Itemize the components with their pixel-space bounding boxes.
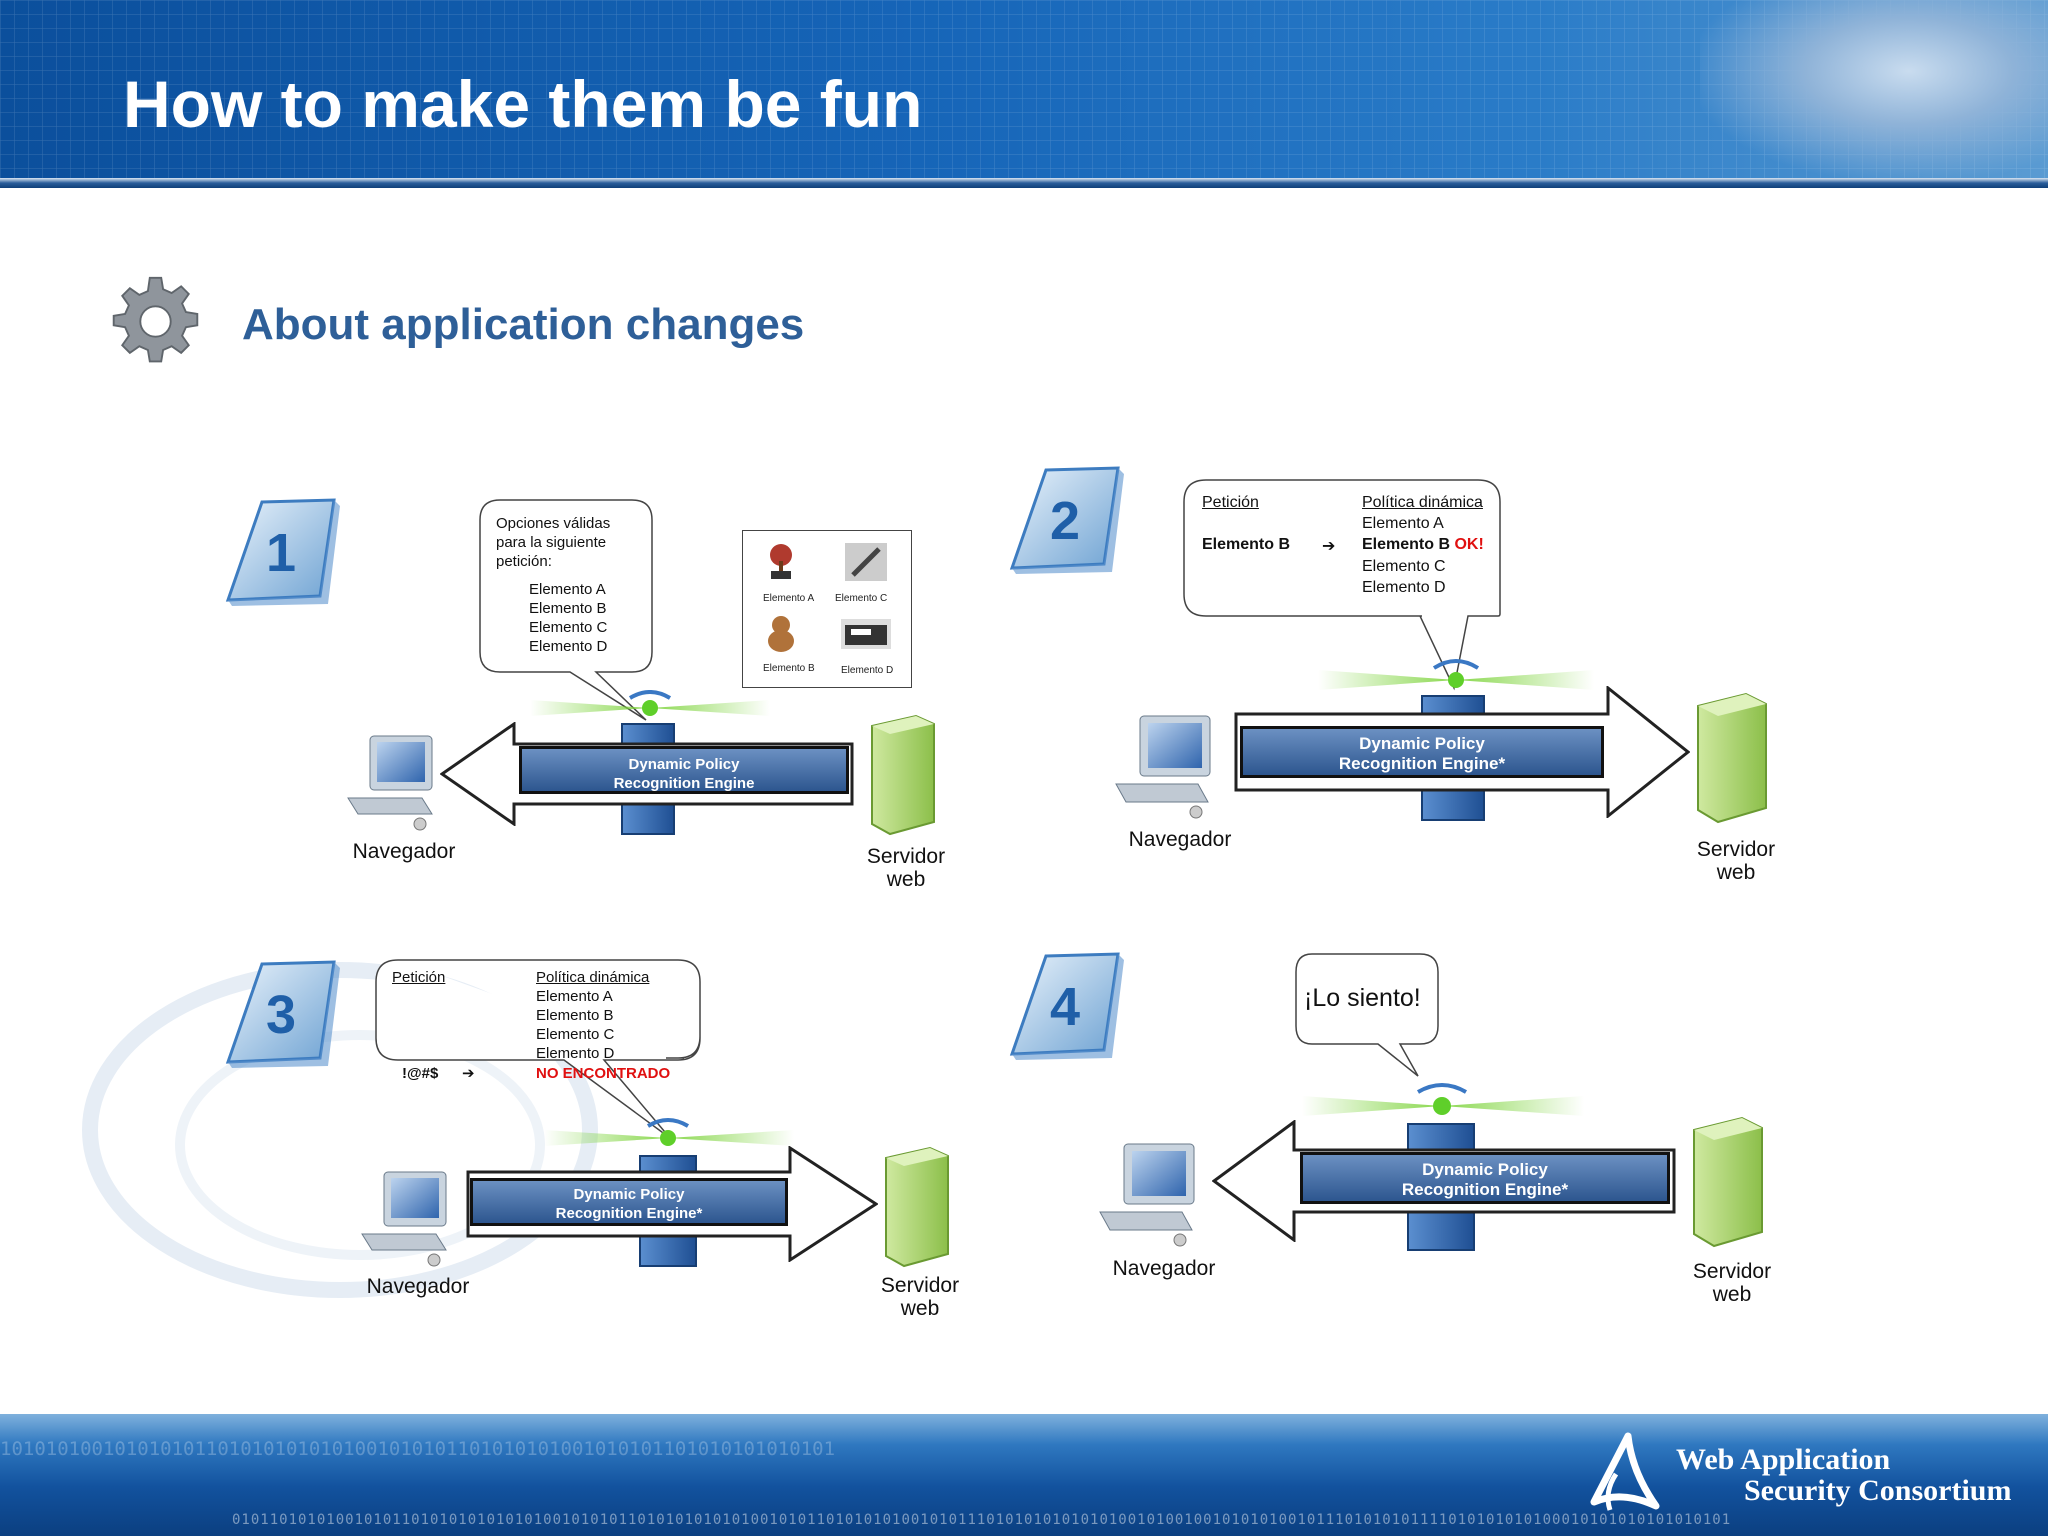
- policy-item-match: Elemento B OK!: [1362, 536, 1484, 553]
- header-photo: [1700, 0, 2048, 178]
- bubble-item: Elemento A: [529, 581, 606, 598]
- bubble-header: Política dinámica: [1362, 494, 1483, 511]
- wasc-logo-icon: [1582, 1432, 1662, 1518]
- step-number: 1: [266, 523, 297, 583]
- bubble-intro: petición:: [496, 553, 552, 570]
- speech-bubble: ¡Lo siento!: [1294, 952, 1444, 1082]
- step-number: 4: [1050, 977, 1081, 1037]
- policy-item: Elemento D: [1362, 579, 1446, 596]
- server-icon: [1690, 1114, 1766, 1250]
- printer-icon: [841, 619, 891, 649]
- catalog-item-label: Elemento B: [763, 663, 815, 674]
- computer-icon: [1112, 712, 1222, 822]
- footer-bar: [0, 1414, 2048, 1536]
- bubble-item: Elemento D: [529, 638, 608, 655]
- page-number-icon: 2: [1008, 464, 1128, 579]
- request-value: !@#$: [402, 1065, 439, 1082]
- step-number: 3: [266, 985, 297, 1045]
- computer-icon: [358, 1168, 458, 1268]
- footer-binary-top: 1010101001010101011010101010101001010101…: [0, 1438, 836, 1460]
- browser-label: Navegador: [1112, 1257, 1216, 1280]
- arrow-icon: ➔: [1322, 538, 1336, 555]
- bubble-item: Elemento B: [529, 600, 607, 617]
- browser-label: Navegador: [1128, 828, 1232, 851]
- sorry-message: ¡Lo siento!: [1304, 984, 1421, 1012]
- bonsai-icon: [763, 543, 799, 581]
- background-swirl: [60, 915, 620, 1345]
- page-number-icon: 4: [1008, 950, 1128, 1065]
- pen-icon: [845, 543, 887, 581]
- page-number-icon: 1: [224, 496, 344, 611]
- browser-label: Navegador: [366, 1275, 470, 1298]
- arrow-icon: ➔: [462, 1065, 475, 1082]
- policy-item: Elemento C: [1362, 558, 1446, 575]
- policy-item: Elemento B: [536, 1007, 614, 1024]
- slide-title: How to make them be fun: [123, 67, 923, 141]
- brand-name-line2: Security Consortium: [1744, 1474, 2012, 1507]
- step-number: 2: [1050, 491, 1081, 551]
- server-icon: [868, 712, 938, 838]
- catalog-item-label: Elemento C: [835, 593, 888, 604]
- bubble-intro: para la siguiente: [496, 534, 607, 551]
- computer-icon: [344, 732, 444, 832]
- bubble-intro: Opciones válidas: [496, 515, 611, 532]
- catalog-item-label: Elemento A: [763, 593, 815, 604]
- computer-icon: [1096, 1140, 1206, 1250]
- server-icon: [882, 1144, 952, 1270]
- brand-name-line1: Web Application: [1676, 1443, 1891, 1476]
- bubble-header: Petición: [1202, 494, 1259, 511]
- product-catalog: Elemento A Elemento C Elemento B Element…: [742, 530, 912, 688]
- gear-icon: [108, 274, 203, 369]
- bubble-header: Petición: [392, 969, 446, 986]
- policy-item: Elemento A: [536, 988, 613, 1005]
- section-subtitle: About application changes: [242, 300, 805, 349]
- page-number-icon: 3: [224, 958, 344, 1073]
- result-not-found: NO ENCONTRADO: [536, 1065, 671, 1082]
- browser-label: Navegador: [352, 840, 456, 863]
- footer-binary-bottom: 0101101010100101011010101010101010010101…: [232, 1512, 1732, 1528]
- bubble-header: Política dinámica: [536, 969, 650, 986]
- request-value: Elemento B: [1202, 536, 1291, 553]
- speech-bubble: Petición Política dinámica Elemento B ➔ …: [1182, 478, 1504, 698]
- catalog-item-label: Elemento D: [841, 665, 894, 676]
- server-icon: [1694, 690, 1770, 826]
- bubble-item: Elemento C: [529, 619, 608, 636]
- speech-bubble: Opciones válidas para la siguiente petic…: [478, 498, 654, 721]
- policy-item: Elemento D: [536, 1045, 615, 1062]
- teddy-bear-icon: [763, 613, 799, 653]
- header-divider: [0, 178, 2048, 188]
- policy-item: Elemento A: [1362, 515, 1444, 532]
- policy-item: Elemento C: [536, 1026, 615, 1043]
- speech-bubble: Petición Política dinámica Elemento A El…: [374, 958, 704, 1148]
